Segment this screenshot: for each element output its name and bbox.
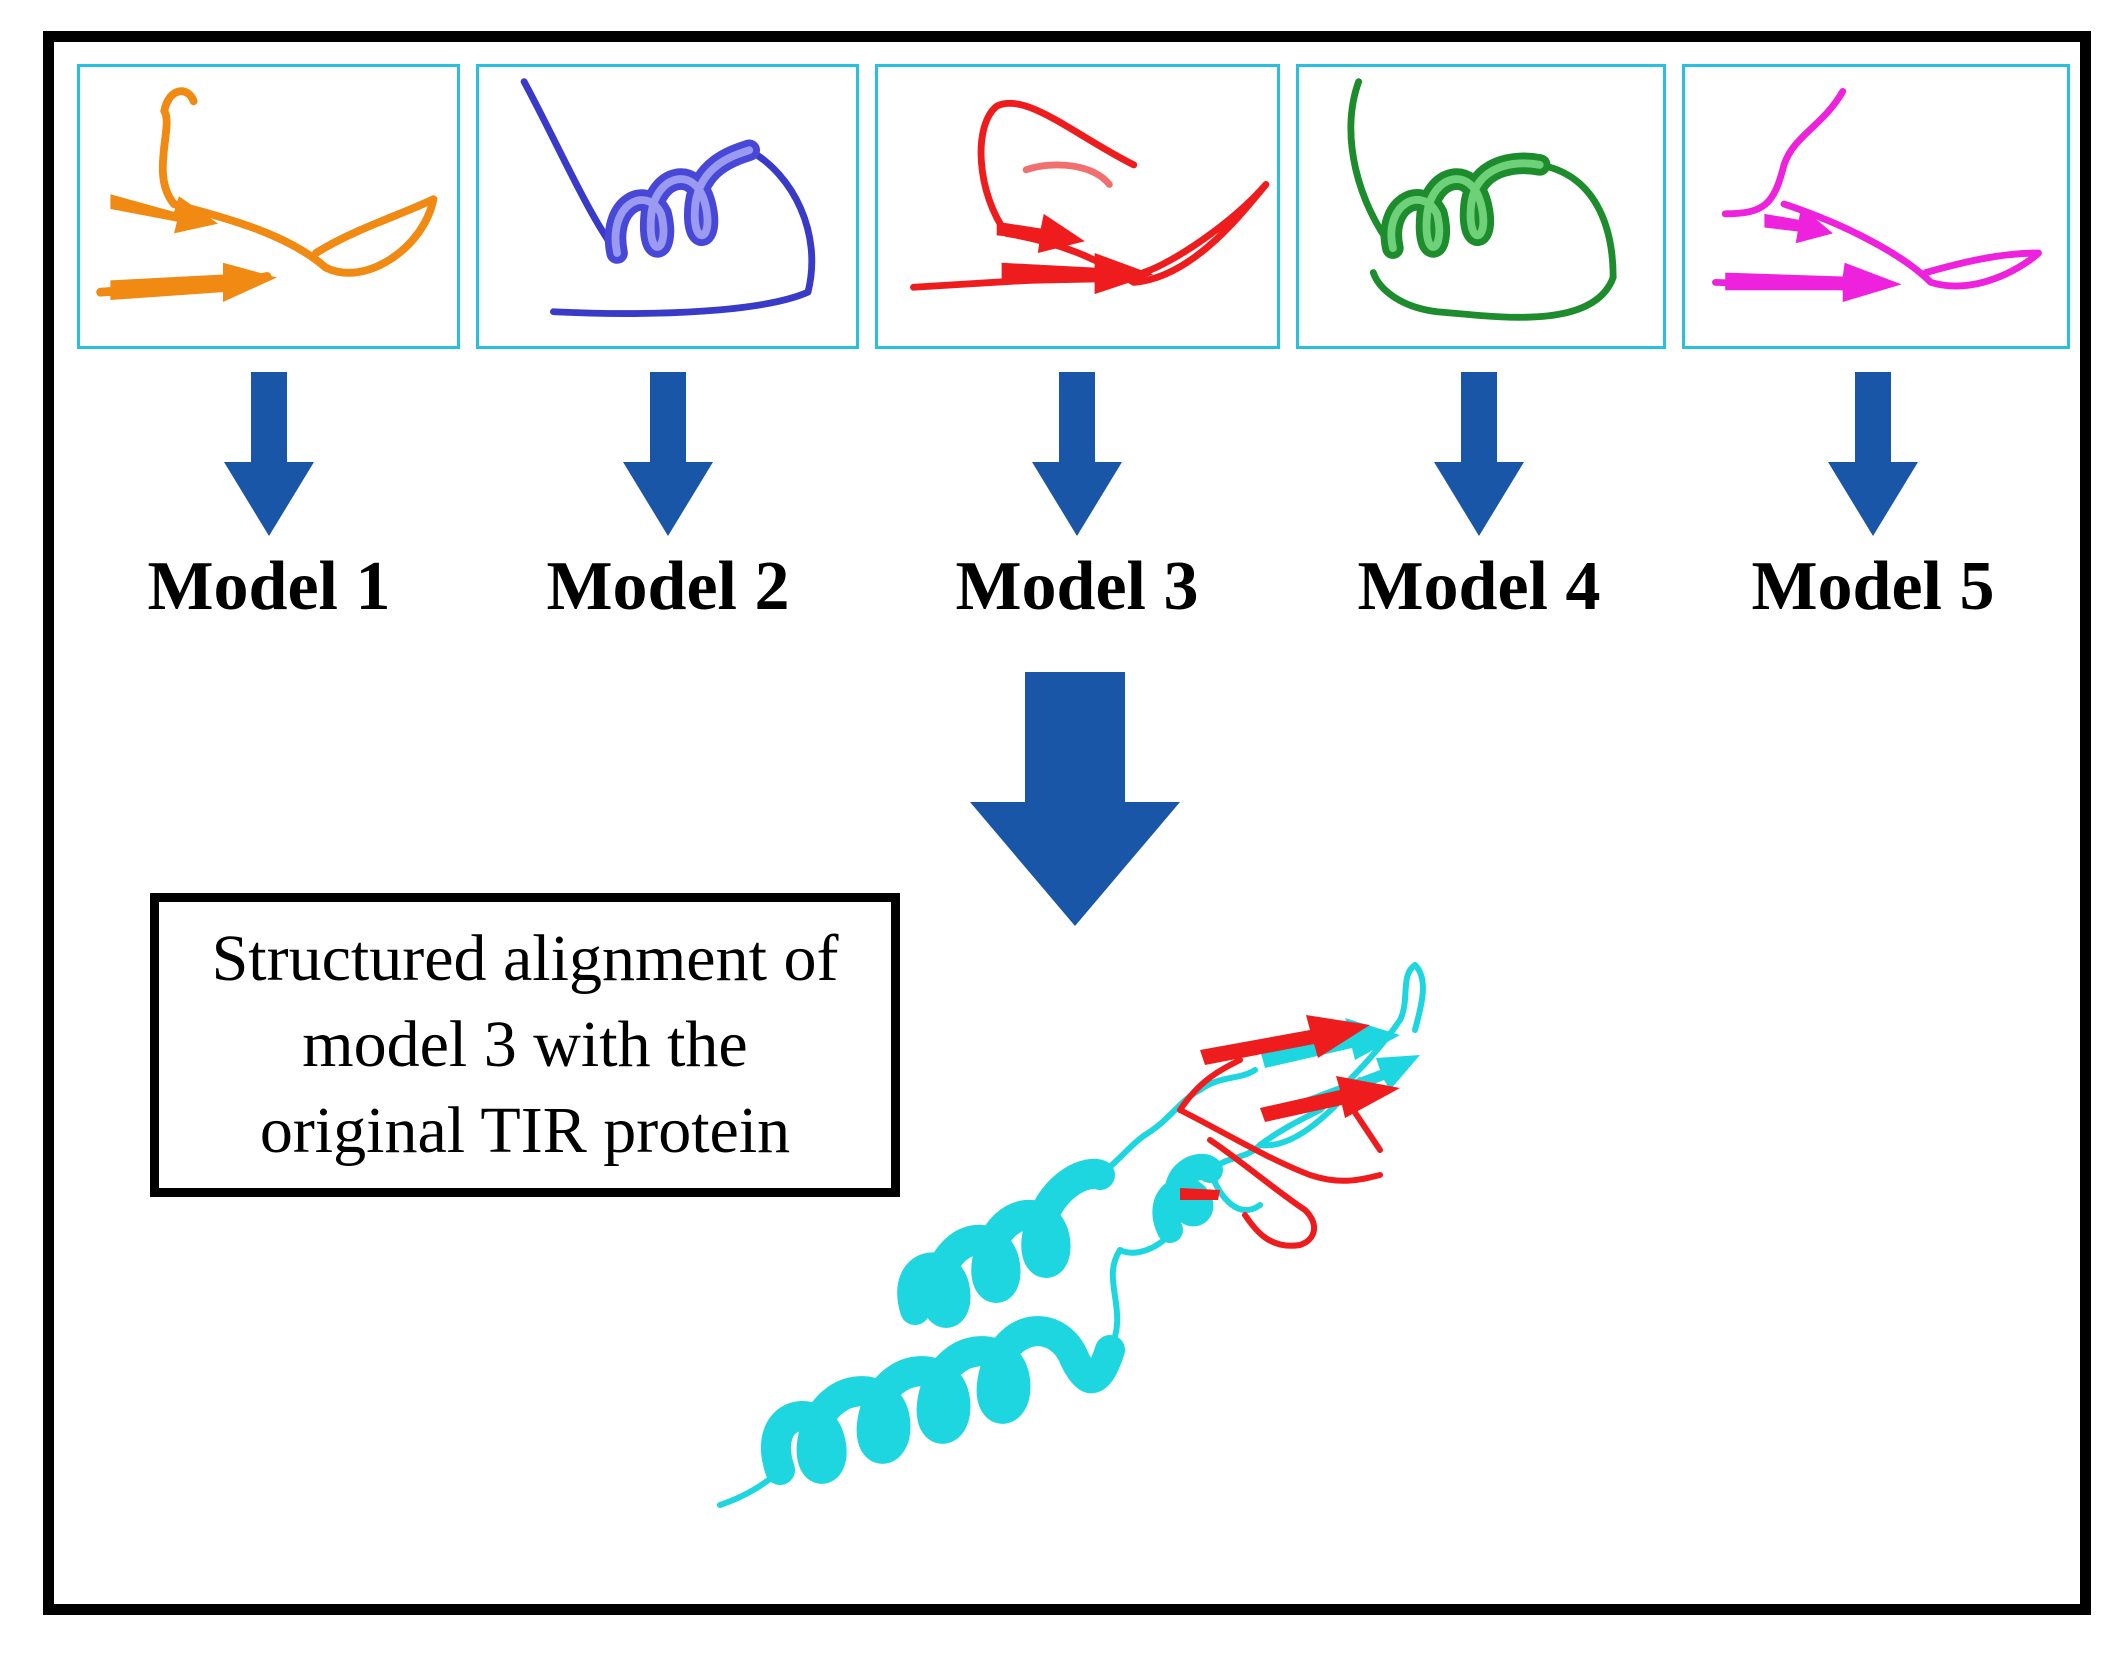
- model-1-structure-panel: [77, 64, 460, 349]
- model-4-structure-image: [1347, 78, 1617, 321]
- model-1-structure-image: [96, 87, 438, 302]
- alignment-caption-text: Structured alignment of model 3 with the…: [211, 922, 839, 1167]
- arrow-down-icon: [1032, 372, 1122, 536]
- arrow-down-icon: [1434, 372, 1524, 536]
- alignment-caption-box: Structured alignment of model 3 with the…: [150, 893, 900, 1197]
- structural-alignment-image: [717, 962, 1426, 1508]
- model-1-label: Model 1: [147, 548, 391, 625]
- model-3-structure-image: [910, 99, 1270, 295]
- model-3-structure-panel: [875, 64, 1280, 349]
- model-2-structure-image: [520, 78, 816, 317]
- model-2-label: Model 2: [546, 548, 790, 625]
- big-arrow-down-icon: [970, 672, 1180, 926]
- model-4-label: Model 4: [1357, 548, 1601, 625]
- model-5-structure-panel: [1682, 64, 2070, 349]
- arrow-down-icon: [623, 372, 713, 536]
- model-3-label: Model 3: [955, 548, 1199, 625]
- model-4-structure-panel: [1296, 64, 1666, 349]
- figure-frame: [43, 31, 2091, 1615]
- model-2-structure-panel: [476, 64, 859, 349]
- model-5-label: Model 5: [1751, 548, 1995, 625]
- model-5-structure-image: [1712, 88, 2042, 302]
- arrow-down-icon: [224, 372, 314, 536]
- arrow-down-icon: [1828, 372, 1918, 536]
